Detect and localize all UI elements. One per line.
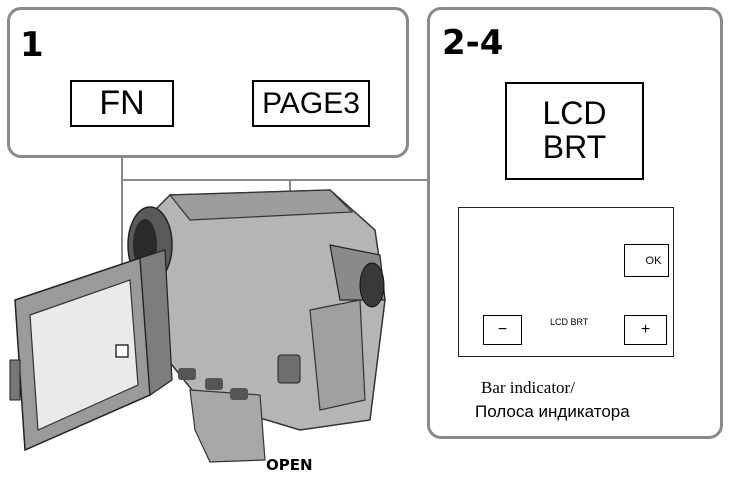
open-switch	[277, 354, 301, 384]
lcd-hinge	[139, 249, 173, 397]
plus-button[interactable]: +	[624, 315, 667, 345]
camera-top	[168, 189, 354, 221]
ok-button[interactable]: OK	[624, 244, 669, 277]
side-button	[178, 368, 196, 380]
hand-strap	[309, 299, 366, 411]
step-number-1: 1	[20, 25, 44, 65]
fn-touch-spot	[115, 344, 129, 358]
open-label: OPEN	[266, 456, 313, 474]
lcd-brt-label-line2: BRT	[542, 129, 607, 165]
lcd-screen	[29, 279, 139, 431]
step-number-2-4: 2-4	[442, 23, 504, 63]
lcd-side-buttons	[9, 359, 21, 401]
lcd-brt-button[interactable]: LCD BRT	[505, 82, 644, 180]
bar-indicator-label: LCD BRT	[550, 317, 589, 327]
side-button	[205, 378, 223, 390]
minus-button[interactable]: −	[483, 315, 522, 345]
side-button	[230, 388, 248, 400]
caption-bar-indicator-en: Bar indicator/	[481, 378, 575, 397]
page3-button[interactable]: PAGE3	[252, 80, 370, 127]
lcd-brt-label-line1: LCD	[542, 95, 607, 132]
fn-button[interactable]: FN	[70, 80, 174, 127]
camera-grip	[189, 389, 266, 463]
viewfinder-eyecup	[359, 262, 385, 308]
caption-bar-indicator-ru: Полоса индикатора	[475, 402, 630, 421]
ok-label: OK	[645, 254, 662, 267]
